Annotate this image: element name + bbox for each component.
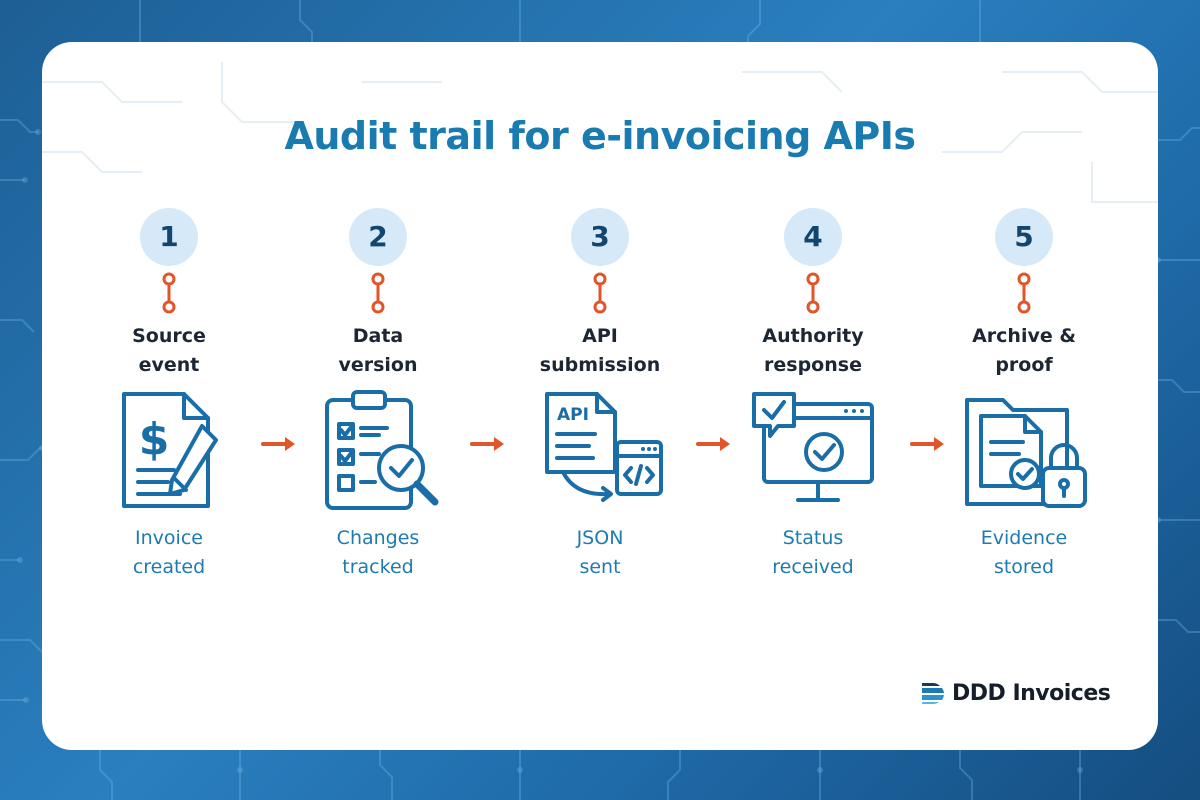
arrow-right-icon <box>261 437 295 451</box>
connector-icon <box>806 272 820 314</box>
brand-logo: DDD Invoices <box>920 678 1111 708</box>
api-label: API <box>557 405 589 425</box>
brand-name: DDD Invoices <box>952 680 1111 706</box>
infographic-card: Audit trail for e-invoicing APIs 1 Sourc… <box>42 42 1158 750</box>
connector-icon <box>593 272 607 314</box>
step-number-badge: 5 <box>995 208 1053 266</box>
api-document-code-window-icon: API <box>545 392 663 502</box>
step-number-badge: 1 <box>140 208 198 266</box>
invoice-dollar-pencil-icon: $ <box>122 392 218 508</box>
arrow-right-icon <box>696 437 730 451</box>
svg-text:$: $ <box>139 414 170 465</box>
clipboard-checklist-magnifier-icon <box>325 390 439 510</box>
step-number-badge: 2 <box>349 208 407 266</box>
monitor-checkmark-icon <box>752 392 874 502</box>
connector-icon <box>1017 272 1031 314</box>
step-title: Archive &proof <box>972 325 1076 376</box>
card-circuit-pattern <box>42 62 1158 203</box>
step-number-badge: 4 <box>784 208 842 266</box>
folder-document-lock-icon <box>965 398 1087 508</box>
step-number-badge: 3 <box>571 208 629 266</box>
connector-icon <box>371 272 385 314</box>
connector-icon <box>162 272 176 314</box>
arrow-right-icon <box>910 437 944 451</box>
brand-mark-icon <box>922 683 944 704</box>
arrow-right-icon <box>470 437 504 451</box>
page-title: Audit trail for e-invoicing APIs <box>284 114 916 158</box>
